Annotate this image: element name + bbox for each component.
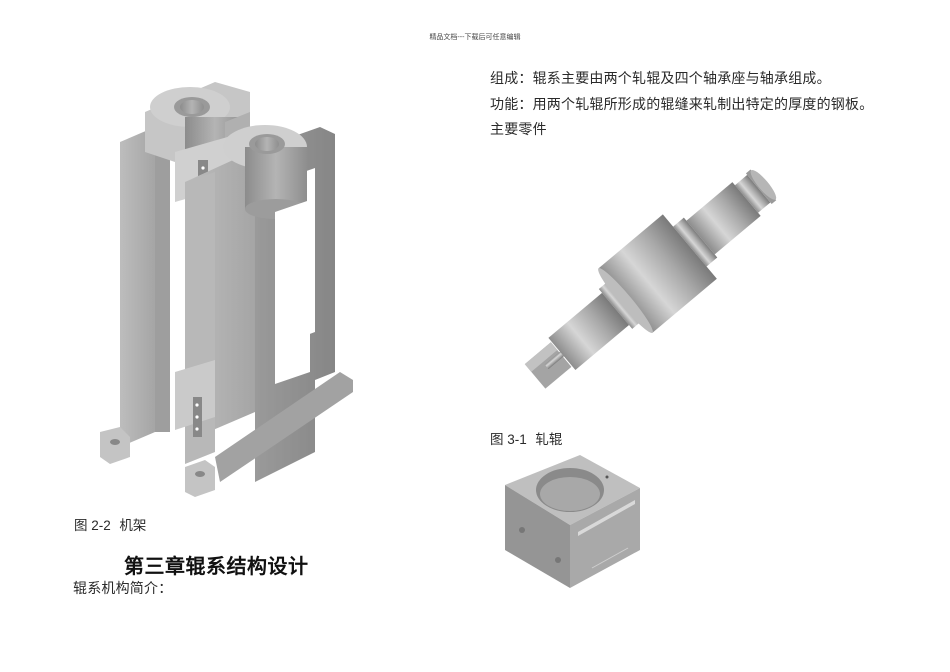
function-paragraph: 功能：用两个轧辊所形成的辊缝来轧制出特定的厚度的钢板。 xyxy=(490,97,874,113)
roll-shaft-illustration xyxy=(524,169,777,389)
figure-2-2-caption: 图 2-2 机架 xyxy=(74,514,146,534)
page-header-note: 精品文档---下载后可任意编辑 xyxy=(429,33,521,41)
main-parts-heading: 主要零件 xyxy=(490,122,547,138)
bearing-housing-illustration xyxy=(505,455,640,588)
roll-shaft-image xyxy=(515,145,785,415)
composition-paragraph: 组成：辊系主要由两个轧辊及四个轴承座与轴承组成。 xyxy=(490,71,831,87)
figure-title: 轧辊 xyxy=(535,432,563,448)
figure-3-1-caption: 图 3-1 轧辊 xyxy=(490,428,562,448)
figure-title: 机架 xyxy=(119,518,147,534)
figure-number: 图 2-2 xyxy=(74,518,111,533)
bearing-housing-image xyxy=(500,450,645,590)
figure-number: 图 3-1 xyxy=(490,432,527,447)
mill-frame-image xyxy=(95,72,357,500)
mill-frame-illustration xyxy=(100,82,353,497)
chapter-title: 第三章辊系结构设计 xyxy=(124,554,309,578)
section-intro: 辊系机构简介： xyxy=(73,581,173,597)
